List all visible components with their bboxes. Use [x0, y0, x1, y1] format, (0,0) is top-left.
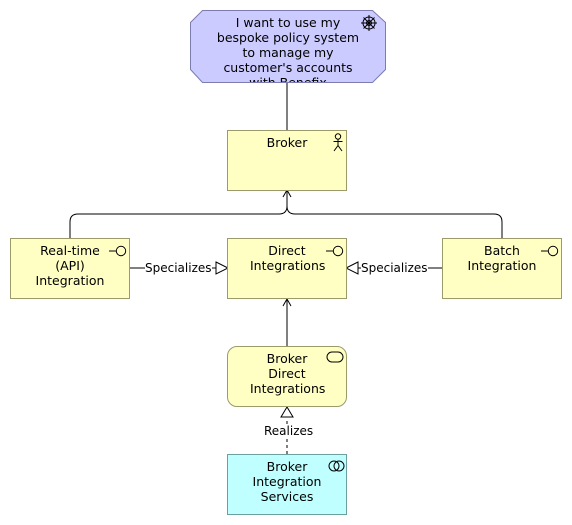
direct-integrations-label: Direct Integrations: [250, 243, 326, 273]
realtime-broker-connector: [69, 190, 288, 238]
direct-arrowhead: [282, 297, 292, 307]
realtime-node[interactable]: Real-time (API) Integration: [10, 238, 130, 299]
realizes-arrowhead: [280, 406, 294, 418]
service-icon: [326, 351, 344, 363]
goal-outline: [190, 10, 386, 83]
broker-direct-integrations-label: Broker Direct Integrations: [250, 351, 326, 396]
wheel-goal-icon: [361, 15, 377, 31]
interface-icon: [541, 245, 559, 257]
interface-icon: [109, 245, 127, 257]
broker-label: Broker: [266, 135, 308, 150]
broker-node[interactable]: Broker: [227, 130, 347, 191]
realizes-label: Realizes: [264, 424, 314, 438]
broker-integration-services-label: Broker Integration Services: [252, 459, 322, 504]
direct-integrations-node[interactable]: Direct Integrations: [227, 238, 347, 299]
specializes-left-arrowhead: [215, 261, 230, 275]
interface-icon: [326, 245, 344, 257]
goal-label: I want to use my bespoke policy system t…: [216, 15, 360, 82]
broker-integration-services-node[interactable]: Broker Integration Services: [227, 454, 347, 515]
goal-node[interactable]: I want to use my bespoke policy system t…: [191, 11, 385, 82]
batch-integration-label: Batch Integration: [467, 243, 537, 273]
actor-icon: [333, 133, 343, 152]
batch-broker-connector: [286, 205, 503, 238]
specializes-left-label: Specializes: [145, 261, 212, 275]
realtime-label: Real-time (API) Integration: [35, 243, 105, 288]
specializes-right-arrowhead: [344, 261, 359, 275]
batch-integration-node[interactable]: Batch Integration: [442, 238, 562, 299]
specializes-right-label: Specializes: [361, 261, 428, 275]
collaboration-icon: [328, 460, 345, 472]
